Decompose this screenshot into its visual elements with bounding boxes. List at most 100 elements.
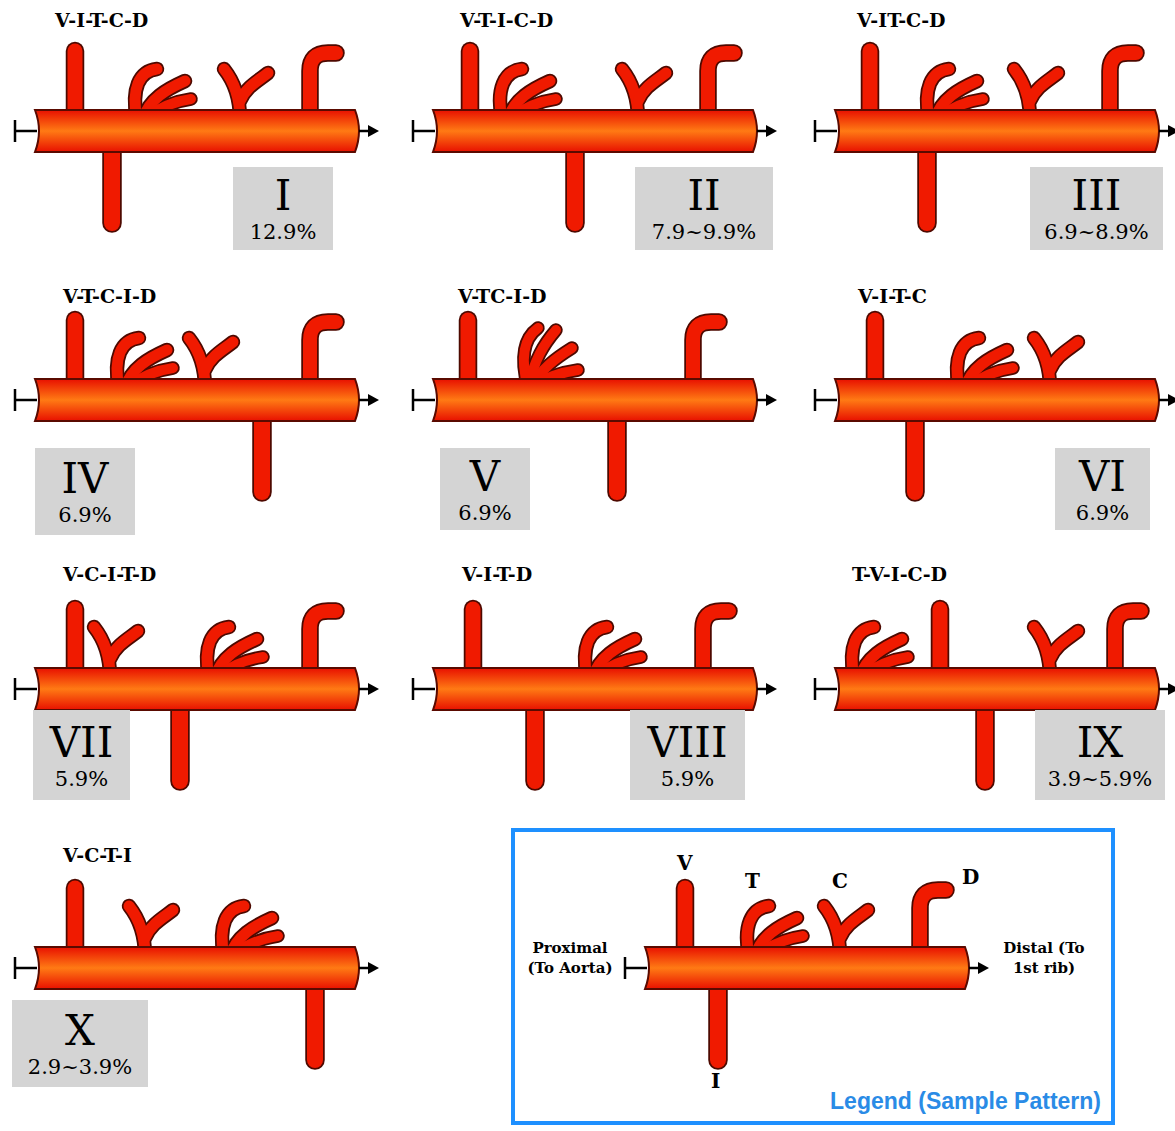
pattern-code: V-IT-C-D xyxy=(857,8,946,33)
origin-tick xyxy=(413,688,435,691)
subclavian-artery xyxy=(835,379,1159,421)
pattern-code: V-T-I-C-D xyxy=(460,8,553,33)
flow-arrow xyxy=(1168,394,1175,406)
origin-tick xyxy=(15,967,37,970)
subclavian-artery xyxy=(645,947,969,989)
branch-outline xyxy=(708,978,728,1060)
branch-outline xyxy=(1050,342,1078,370)
artery-branch xyxy=(307,978,323,1060)
flow-arrow xyxy=(978,962,989,974)
type-numeral: II xyxy=(687,172,720,220)
artery-branch xyxy=(567,141,583,223)
direction-note: Proximal (To Aorta) xyxy=(519,938,621,978)
artery-branch xyxy=(609,410,625,492)
artery-pattern xyxy=(413,609,777,781)
artery-branch xyxy=(527,699,543,781)
artery-branch xyxy=(110,631,138,659)
type-percentage: 12.9% xyxy=(250,220,317,245)
flow-arrow xyxy=(1168,683,1175,695)
type-numeral: X xyxy=(65,1007,95,1055)
type-box: III6.9~8.9% xyxy=(1030,167,1163,250)
subclavian-artery xyxy=(35,379,359,421)
artery-pattern xyxy=(815,51,1175,223)
branch-outline xyxy=(102,141,122,223)
flow-arrow xyxy=(368,962,379,974)
subclavian-artery xyxy=(835,668,1159,710)
artery-branch xyxy=(254,410,270,492)
artery-branch xyxy=(1030,73,1058,101)
origin-tick xyxy=(15,130,37,133)
artery-pattern xyxy=(625,888,989,1060)
type-percentage: 3.9~5.9% xyxy=(1048,767,1152,792)
artery-branch xyxy=(710,978,726,1060)
origin-tick xyxy=(625,967,647,970)
artery-branch xyxy=(638,73,666,101)
branch-outline xyxy=(240,73,268,101)
flow-arrow xyxy=(766,683,777,695)
direction-note: Distal (To 1st rib) xyxy=(994,938,1094,978)
pattern-code: V-TC-I-D xyxy=(458,284,547,309)
type-percentage: 6.9% xyxy=(58,503,111,528)
pattern-code: V-I-T-C-D xyxy=(55,8,148,33)
artery-pattern xyxy=(15,609,379,781)
branch-outline xyxy=(638,73,666,101)
origin-tick xyxy=(413,399,435,402)
type-numeral: VII xyxy=(50,719,114,767)
origin-tick xyxy=(815,130,837,133)
origin-tick xyxy=(815,399,837,402)
type-numeral: VIII xyxy=(647,719,727,767)
type-percentage: 5.9% xyxy=(55,767,108,792)
artery-branch xyxy=(919,141,935,223)
branch-outline xyxy=(1030,73,1058,101)
branch-outline xyxy=(305,978,325,1060)
branch-outline xyxy=(145,910,173,938)
flow-arrow xyxy=(368,125,379,137)
pattern-code: V-C-I-T-D xyxy=(63,562,156,587)
type-box: VIII5.9% xyxy=(630,710,745,800)
artery-branch xyxy=(907,410,923,492)
type-box: VII5.9% xyxy=(33,710,130,800)
legend-title: Legend (Sample Pattern) xyxy=(830,1087,1101,1115)
type-box: IV6.9% xyxy=(35,448,135,535)
type-numeral: III xyxy=(1072,172,1122,220)
branch-outline xyxy=(607,410,627,492)
branch-name: D xyxy=(962,864,979,890)
type-box: VI6.9% xyxy=(1055,448,1150,530)
pattern-code: T-V-I-C-D xyxy=(852,562,947,587)
artery-branch xyxy=(1050,631,1078,659)
type-box: X2.9~3.9% xyxy=(12,1000,148,1087)
type-percentage: 6.9% xyxy=(458,501,511,526)
type-box: V6.9% xyxy=(440,448,530,530)
type-numeral: VI xyxy=(1079,453,1126,501)
type-box: IX3.9~5.9% xyxy=(1035,710,1165,800)
flow-arrow xyxy=(1168,125,1175,137)
artery-branch xyxy=(104,141,120,223)
flow-arrow xyxy=(766,125,777,137)
type-percentage: 2.9~3.9% xyxy=(28,1055,132,1080)
type-numeral: IV xyxy=(62,455,109,503)
origin-tick xyxy=(15,399,37,402)
pattern-code: V-C-T-I xyxy=(63,843,132,868)
pattern-code: V-I-T-D xyxy=(462,562,532,587)
branch-outline xyxy=(205,342,233,370)
type-percentage: 6.9~8.9% xyxy=(1044,220,1148,245)
type-percentage: 7.9~9.9% xyxy=(652,220,756,245)
branch-name: T xyxy=(745,868,760,894)
artery-branch xyxy=(840,910,868,938)
branch-outline xyxy=(975,699,995,781)
type-box: II7.9~9.9% xyxy=(635,167,773,250)
type-numeral: I xyxy=(275,172,292,220)
subclavian-artery xyxy=(35,110,359,152)
subclavian-artery xyxy=(835,110,1159,152)
branch-name: I xyxy=(711,1068,720,1094)
artery-branch xyxy=(172,699,188,781)
branch-outline xyxy=(917,141,937,223)
branch-outline xyxy=(110,631,138,659)
origin-tick xyxy=(815,688,837,691)
subclavian-artery xyxy=(433,668,757,710)
artery-branch xyxy=(205,342,233,370)
branch-outline xyxy=(525,699,545,781)
artery-branch xyxy=(1050,342,1078,370)
artery-branch xyxy=(240,73,268,101)
origin-tick xyxy=(15,688,37,691)
